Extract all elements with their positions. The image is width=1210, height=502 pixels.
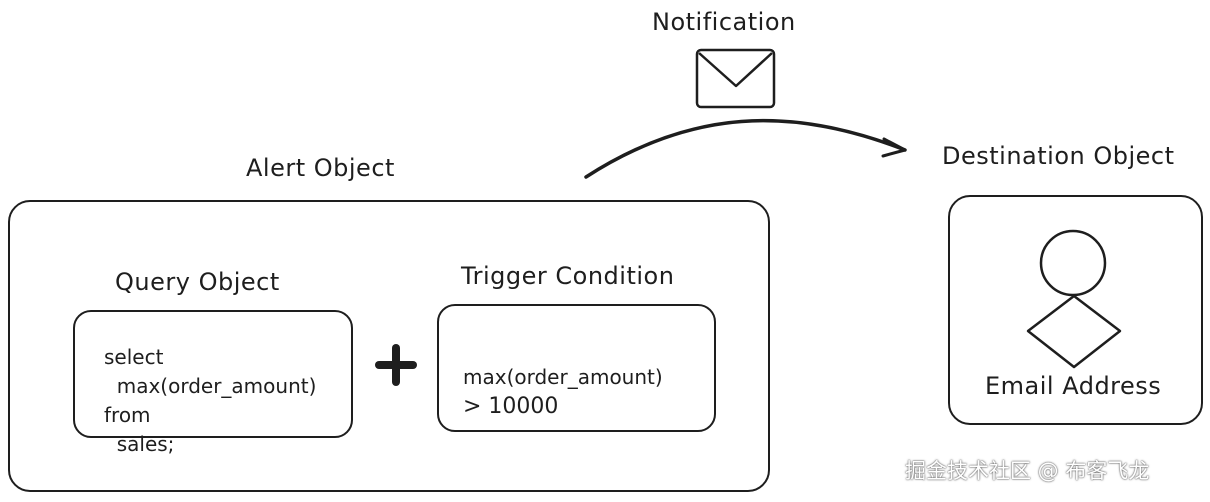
- query-line-3: from: [104, 403, 151, 427]
- notification-label: Notification: [652, 8, 796, 36]
- query-object-code: select max(order_amount)from sales;: [104, 314, 316, 459]
- trigger-condition-title: Trigger Condition: [461, 262, 675, 290]
- alert-object-box: [8, 200, 770, 492]
- destination-object-title: Destination Object: [942, 142, 1175, 170]
- query-line-2: max(order_amount): [104, 374, 317, 398]
- query-object-box: [73, 310, 353, 438]
- trigger-condition-code: max(order_amount) > 10000: [463, 334, 663, 421]
- alert-object-title: Alert Object: [246, 154, 395, 182]
- query-object-title: Query Object: [115, 268, 280, 296]
- watermark: 掘金技术社区 @ 布客飞龙: [905, 459, 1150, 483]
- trigger-condition-box: [437, 304, 716, 432]
- trigger-line-2: > 10000: [463, 394, 559, 419]
- query-line-1: select: [104, 345, 164, 369]
- query-line-4: sales;: [104, 432, 175, 456]
- destination-object-box: [948, 195, 1203, 425]
- email-address-label: Email Address: [985, 372, 1162, 400]
- trigger-line-1: max(order_amount): [463, 365, 663, 389]
